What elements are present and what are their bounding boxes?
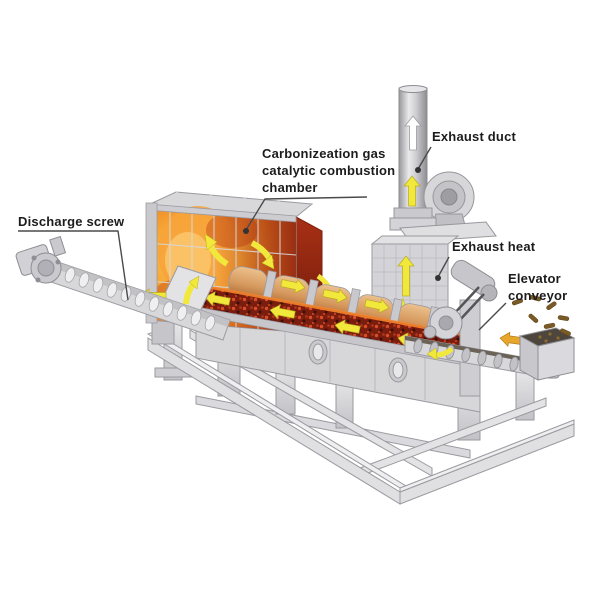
leader-exhaust-duct xyxy=(417,146,432,170)
label-leader-lines xyxy=(18,146,507,331)
gas-flow-curved-arrow-icon xyxy=(204,233,218,251)
label-combustion-chamber: Carbonizeation gas catalytic combustion … xyxy=(262,145,395,196)
gas-flow-curved-arrow-icon xyxy=(426,347,438,361)
screw-drive-motor xyxy=(15,235,67,284)
label-line: Elevator xyxy=(508,271,561,286)
gas-flow-arrows-right xyxy=(280,278,390,314)
label-line: Carbonizeation gas xyxy=(262,146,386,161)
screw-auger-flights xyxy=(64,267,216,331)
label-line: catalytic combustion xyxy=(262,163,396,178)
scattered-pellets xyxy=(511,294,571,336)
leader-combustion-chamber xyxy=(245,196,368,231)
label-line: conveyor xyxy=(508,288,568,303)
label-exhaust-duct: Exhaust duct xyxy=(432,129,517,144)
exhaust-system xyxy=(365,85,497,320)
leader-elevator-conveyor xyxy=(478,302,507,331)
gas-flow-arrow-up-duct-icon xyxy=(403,175,421,207)
discharge-screw-conveyor xyxy=(15,235,231,341)
gas-flow-curved-arrow-icon xyxy=(188,275,200,290)
gas-flow-arrow-up-box-icon xyxy=(397,255,415,297)
label-exhaust-heat: Exhaust heat xyxy=(452,239,536,254)
leader-discharge-screw xyxy=(18,230,129,301)
base-frame xyxy=(146,317,575,505)
leader-exhaust-heat xyxy=(437,256,450,278)
exhaust-flow-arrow-white-icon xyxy=(404,115,422,151)
feed-hopper xyxy=(511,294,576,381)
label-line: chamber xyxy=(262,180,318,195)
label-elevator-conveyor: Elevator conveyor xyxy=(508,270,567,304)
gas-flow-curved-arrow-icon xyxy=(261,254,275,270)
label-discharge-screw: Discharge screw xyxy=(18,214,125,229)
